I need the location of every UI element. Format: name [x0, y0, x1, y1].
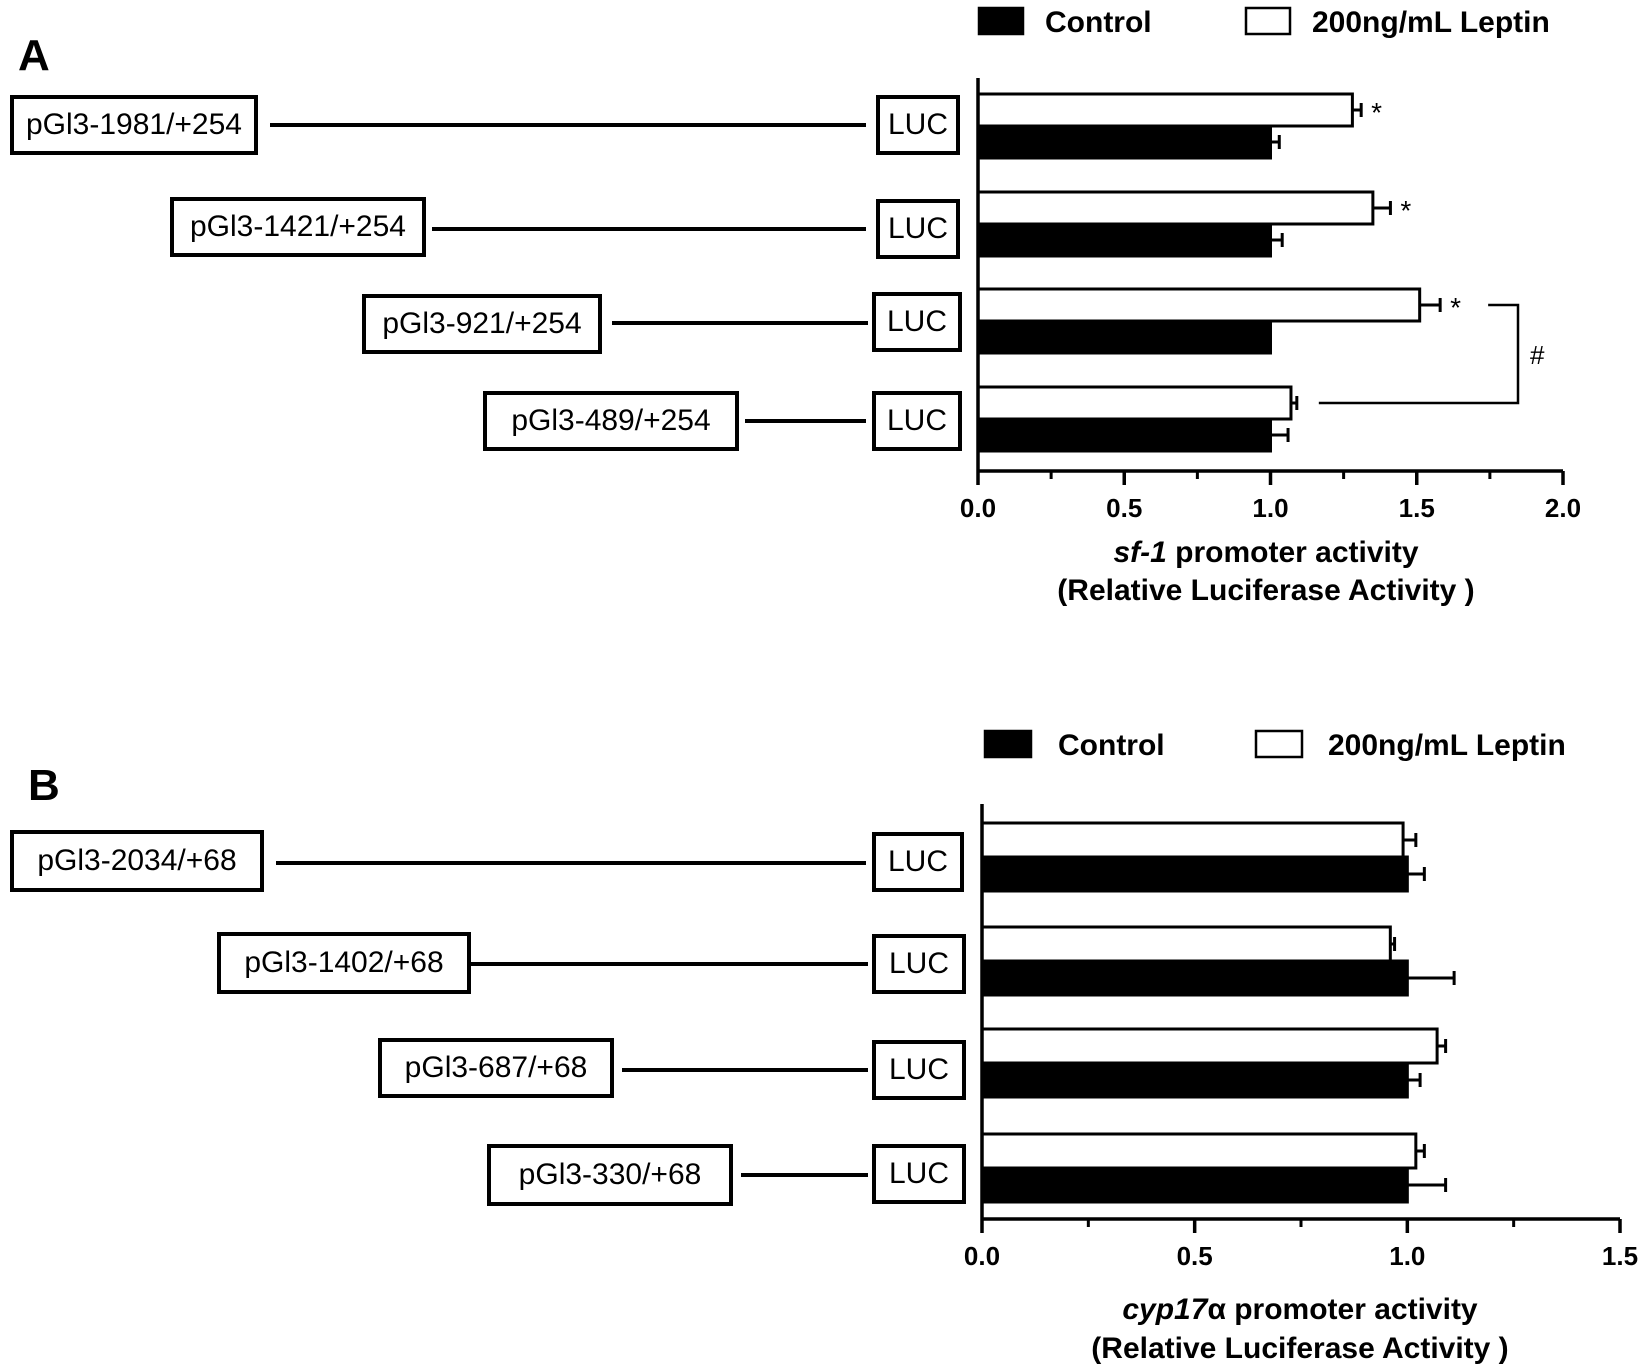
construct-row: pGl3-687/+68 LUC [378, 1038, 966, 1100]
construct-box [378, 1038, 614, 1098]
construct-row: pGl3-1981/+254 LUC [10, 95, 960, 155]
bar-leptin [976, 190, 1375, 226]
construct-box [170, 197, 426, 257]
legend-treatment-swatch [1254, 729, 1304, 759]
construct-box [10, 95, 258, 155]
bar-control [980, 1166, 1409, 1204]
bar-control [980, 959, 1409, 997]
construct-row: pGl3-1402/+68 LUC [217, 932, 966, 994]
x-axis-title-line1: sf-1 promoter activity [1113, 536, 1418, 569]
luc-box [872, 1040, 966, 1100]
construct-label: pGl3-1981/+254 [26, 108, 242, 141]
significance-bracket [1318, 303, 1520, 405]
construct-box [483, 391, 739, 451]
luc-box [876, 95, 960, 155]
luc-label: LUC [887, 404, 947, 437]
bar-leptin [976, 92, 1354, 128]
bar-leptin [980, 1132, 1418, 1170]
bar-control [980, 855, 1409, 893]
panel-a-constructs: pGl3-1981/+254 LUC pGl3-1421/+254 LUC pG… [10, 95, 962, 451]
construct-label: pGl3-489/+254 [511, 404, 710, 437]
significance-star: * [1371, 97, 1382, 128]
x-axis-title-line2: (Relative Luciferase Activity ) [1057, 574, 1474, 607]
luc-box [872, 391, 962, 451]
x-tick-label: 2.0 [1545, 493, 1581, 523]
legend-control-swatch [977, 6, 1025, 36]
construct-row: pGl3-330/+68 LUC [487, 1144, 966, 1206]
panel-a-x-axis-label: sf-1 promoter activity (Relative Lucifer… [1057, 536, 1474, 607]
luc-box [872, 292, 962, 352]
panel-b-chart: 0.0 0.5 1.0 1.5 [964, 804, 1638, 1271]
bar-control [976, 319, 1272, 355]
legend-control-label: Control [1058, 729, 1165, 762]
bar-control [976, 417, 1272, 453]
x-tick-label: 1.0 [1252, 493, 1288, 523]
luc-box [876, 199, 960, 259]
panel-a-letter: A [18, 31, 50, 80]
x-tick-label: 0.0 [964, 1241, 1000, 1271]
legend-control-swatch [983, 729, 1033, 759]
x-tick-label: 0.0 [960, 493, 996, 523]
legend-treatment-label: 200ng/mL Leptin [1328, 729, 1566, 762]
construct-box [10, 830, 264, 892]
luc-box [872, 1144, 966, 1204]
luc-label: LUC [889, 1157, 949, 1190]
x-axis-title-line1: cyp17α promoter activity [1122, 1293, 1478, 1326]
construct-label: pGl3-921/+254 [382, 307, 581, 340]
construct-label: pGl3-330/+68 [519, 1158, 702, 1191]
bracket-label: # [1530, 340, 1545, 370]
x-tick-label: 1.0 [1389, 1241, 1425, 1271]
panel-a-chart: * * * 0.0 0.5 1.0 1.5 2.0 # [960, 78, 1581, 523]
bar-leptin [980, 1027, 1439, 1065]
panel-a: A Control 200ng/mL Leptin pGl3-1981/+254… [10, 6, 1581, 607]
luc-label: LUC [889, 1053, 949, 1086]
legend-control-label: Control [1045, 6, 1152, 39]
luc-label: LUC [888, 845, 948, 878]
significance-star: * [1400, 195, 1411, 226]
construct-row: pGl3-2034/+68 LUC [10, 830, 964, 892]
construct-label: pGl3-1402/+68 [244, 946, 443, 979]
construct-box [362, 294, 602, 354]
panel-a-legend: Control 200ng/mL Leptin [977, 6, 1550, 39]
bar-control [976, 222, 1272, 258]
legend-treatment-swatch [1244, 6, 1292, 36]
x-tick-label: 0.5 [1177, 1241, 1213, 1271]
luc-box [872, 934, 966, 994]
construct-row: pGl3-921/+254 LUC [362, 292, 962, 354]
construct-label: pGl3-2034/+68 [37, 844, 236, 877]
luc-label: LUC [888, 212, 948, 245]
bar-control [976, 124, 1272, 160]
bar-leptin [976, 287, 1422, 323]
construct-label: pGl3-687/+68 [405, 1051, 588, 1084]
luc-box [872, 832, 964, 892]
significance-star: * [1450, 292, 1461, 323]
panel-b-constructs: pGl3-2034/+68 LUC pGl3-1402/+68 LUC pGl3… [10, 830, 966, 1206]
panel-b-letter: B [28, 761, 60, 810]
construct-box [217, 932, 471, 994]
construct-row: pGl3-489/+254 LUC [483, 391, 962, 451]
x-axis-title-line2: (Relative Luciferase Activity ) [1091, 1332, 1508, 1365]
x-tick-label: 0.5 [1106, 493, 1142, 523]
bar-leptin [976, 385, 1293, 421]
luc-label: LUC [888, 108, 948, 141]
construct-row: pGl3-1421/+254 LUC [170, 197, 960, 259]
panel-b: B Control 200ng/mL Leptin pGl3-2034/+68 … [10, 729, 1638, 1365]
legend-treatment-label: 200ng/mL Leptin [1312, 6, 1550, 39]
x-tick-label: 1.5 [1602, 1241, 1638, 1271]
luc-label: LUC [887, 305, 947, 338]
bar-leptin [980, 925, 1392, 963]
bar-leptin [980, 821, 1405, 859]
luc-label: LUC [889, 947, 949, 980]
panel-b-x-axis-label: cyp17α promoter activity (Relative Lucif… [1091, 1293, 1508, 1365]
panel-b-legend: Control 200ng/mL Leptin [983, 729, 1566, 762]
x-tick-label: 1.5 [1399, 493, 1435, 523]
construct-label: pGl3-1421/+254 [190, 210, 406, 243]
construct-box [487, 1144, 733, 1206]
bar-control [980, 1061, 1409, 1099]
